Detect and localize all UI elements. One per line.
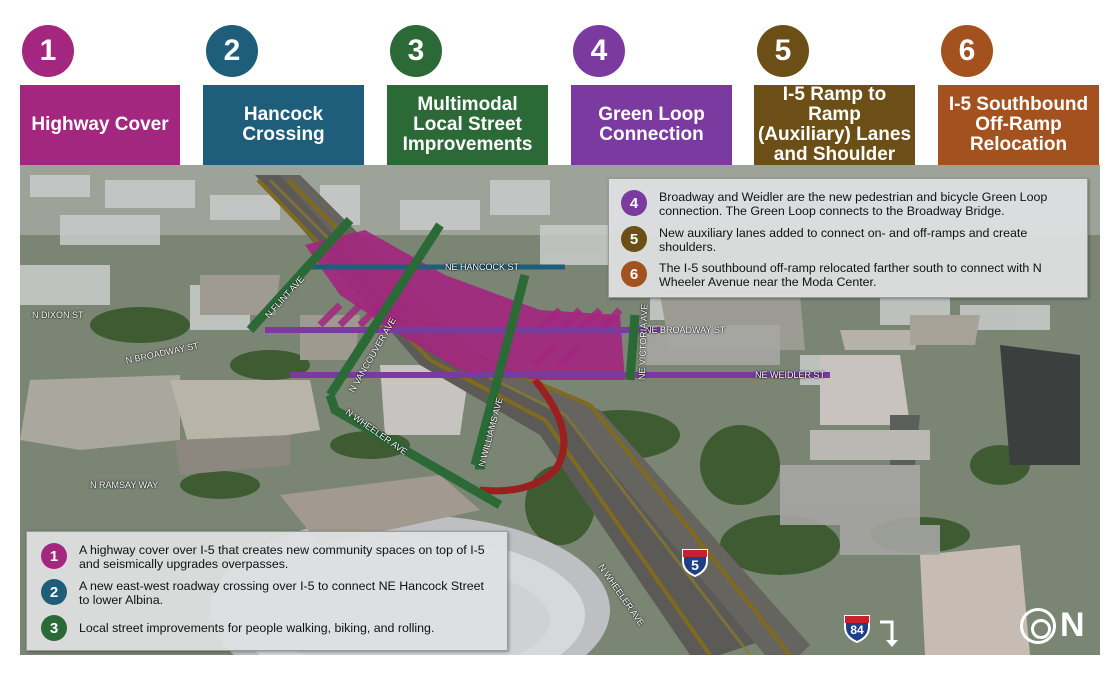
- compass-icon: [1020, 608, 1056, 644]
- legend-row-6: 6 The I-5 southbound off-ramp relocated …: [621, 261, 1071, 289]
- project-3-number: 3: [390, 25, 442, 77]
- project-4-title: Green Loop Connection: [571, 85, 732, 165]
- legend-row-5: 5 New auxiliary lanes added to connect o…: [621, 226, 1071, 254]
- legend-badge-6: 6: [621, 261, 647, 287]
- legend-text-2: A new east-west roadway crossing over I-…: [79, 579, 484, 607]
- legend-text-4: Broadway and Weidler are the new pedestr…: [659, 190, 1048, 218]
- legend-text-1: A highway cover over I-5 that creates ne…: [79, 543, 485, 571]
- project-5-title: I-5 Ramp to Ramp (Auxiliary) Lanes and S…: [754, 85, 915, 165]
- legend-badge-4: 4: [621, 190, 647, 216]
- legend-row-3: 3 Local street improvements for people w…: [41, 615, 489, 641]
- project-3-title: Multimodal Local Street Improvements: [387, 85, 548, 165]
- legend-badge-3: 3: [41, 615, 67, 641]
- i5-shield-icon: 5: [680, 547, 710, 578]
- legend-panel-top: 4 Broadway and Weidler are the new pedes…: [608, 178, 1088, 298]
- project-2-number: 2: [206, 25, 258, 77]
- street-label-weidler: NE WEIDLER ST: [755, 370, 826, 380]
- i84-shield-icon: 84: [842, 613, 872, 644]
- legend-text-6: The I-5 southbound off-ramp relocated fa…: [659, 261, 1042, 289]
- street-label-ne-broadway: NE BROADWAY ST: [645, 325, 726, 335]
- legend-panel-bottom: 1 A highway cover over I-5 that creates …: [26, 531, 508, 651]
- project-1-title: Highway Cover: [20, 85, 180, 165]
- legend-text-3: Local street improvements for people wal…: [79, 621, 435, 635]
- north-label: N: [1060, 606, 1085, 644]
- legend-row-4: 4 Broadway and Weidler are the new pedes…: [621, 190, 1071, 218]
- legend-row-1: 1 A highway cover over I-5 that creates …: [41, 543, 489, 571]
- street-label-hancock: NE HANCOCK ST: [445, 262, 520, 272]
- project-6-title: I-5 Southbound Off-Ramp Relocation: [938, 85, 1099, 165]
- legend-row-2: 2 A new east-west roadway crossing over …: [41, 579, 489, 607]
- legend-badge-2: 2: [41, 579, 67, 605]
- street-label-ramsay: N RAMSAY WAY: [90, 480, 159, 490]
- project-2-title: Hancock Crossing: [203, 85, 364, 165]
- project-4-number: 4: [573, 25, 625, 77]
- project-1-number: 1: [22, 25, 74, 77]
- project-6-number: 6: [941, 25, 993, 77]
- street-label-dixon: N DIXON ST: [32, 310, 84, 320]
- project-5-number: 5: [757, 25, 809, 77]
- legend-badge-1: 1: [41, 543, 67, 569]
- legend-text-5: New auxiliary lanes added to connect on-…: [659, 226, 1028, 254]
- legend-badge-5: 5: [621, 226, 647, 252]
- turn-arrow-icon: [880, 620, 898, 647]
- i5-shield-label: 5: [691, 557, 699, 573]
- i84-shield-label: 84: [850, 623, 864, 637]
